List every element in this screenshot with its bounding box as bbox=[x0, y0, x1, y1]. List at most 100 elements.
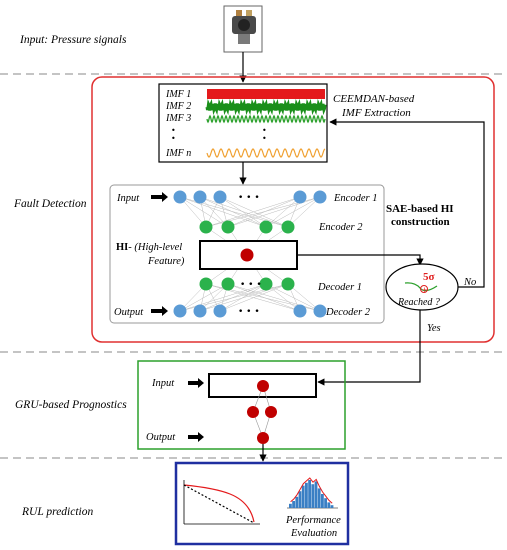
perf-label-line1: Performance bbox=[285, 515, 341, 526]
section-label-gru: GRU-based Prognostics bbox=[15, 399, 127, 411]
sae-link bbox=[199, 283, 289, 312]
imf-vertical-dots-2: • bbox=[171, 134, 176, 143]
encoder1-label: Encoder 1 bbox=[333, 193, 377, 204]
rul-true-line bbox=[183, 484, 255, 524]
sae-link bbox=[199, 196, 267, 228]
sae-title-line1: SAE-based HI bbox=[386, 203, 454, 215]
hi-node bbox=[240, 248, 254, 262]
sae-ellipsis: • • • bbox=[240, 280, 262, 290]
imf2-signal bbox=[205, 98, 327, 116]
sae-node-layer2-3 bbox=[259, 220, 273, 234]
sae-node-layer3-1 bbox=[199, 277, 213, 291]
gru-input-label: Input bbox=[151, 378, 175, 389]
perf-label-line2: Evaluation bbox=[290, 528, 337, 539]
sae-link bbox=[219, 196, 267, 228]
rul-predicted-curve bbox=[183, 484, 255, 523]
sae-nodes: • • • • • • • • • bbox=[173, 190, 327, 318]
sae-link bbox=[199, 196, 289, 228]
sae-ellipsis: • • • bbox=[238, 193, 260, 203]
sae-node-layer4-4 bbox=[293, 304, 307, 318]
histogram-bar bbox=[298, 491, 302, 508]
target-icon bbox=[420, 285, 428, 293]
sae-node-layer2-4 bbox=[281, 220, 295, 234]
sae-link bbox=[219, 283, 289, 312]
imf3-signal bbox=[206, 114, 326, 124]
histogram-bar bbox=[327, 502, 331, 508]
sae-output-label: Output bbox=[114, 307, 144, 318]
sae-node-layer1-3 bbox=[213, 190, 227, 204]
histogram-bar bbox=[321, 494, 324, 508]
sae-link bbox=[179, 196, 207, 228]
sae-link bbox=[227, 283, 301, 312]
gru-hidden-node-2 bbox=[265, 406, 277, 418]
rul-box bbox=[174, 461, 350, 546]
sae-node-layer3-2 bbox=[221, 277, 235, 291]
yes-label: Yes bbox=[427, 323, 441, 334]
histogram-bar bbox=[295, 496, 299, 508]
histogram-bar bbox=[324, 498, 327, 508]
sae-node-layer4-1 bbox=[173, 304, 187, 318]
sae-output-arrow bbox=[151, 306, 168, 316]
imf1-signal bbox=[207, 89, 325, 99]
gru-input-node bbox=[257, 380, 269, 392]
gru-output-arrow bbox=[188, 432, 204, 442]
sae-link bbox=[265, 196, 301, 228]
sae-link bbox=[179, 196, 229, 228]
sae-input-label: Input bbox=[116, 193, 140, 204]
histogram-fit-curve bbox=[290, 477, 333, 504]
arrow-yes-to-gru bbox=[317, 310, 421, 386]
imf-vertical-dots: • bbox=[171, 126, 176, 135]
sae-link bbox=[227, 196, 301, 228]
encoder2-label: Encoder 2 bbox=[318, 222, 363, 233]
sae-input-arrow bbox=[151, 192, 168, 202]
sae-link bbox=[265, 283, 301, 312]
reached-label: Reached ? bbox=[397, 297, 440, 308]
sae-link bbox=[287, 196, 321, 228]
histogram-bar bbox=[314, 481, 318, 508]
imf-vertical-dots-3: • bbox=[262, 126, 267, 135]
decoder1-label: Decoder 1 bbox=[317, 282, 362, 293]
sae-link bbox=[219, 196, 289, 228]
sae-node-layer1-2 bbox=[193, 190, 207, 204]
imf-vertical-dots-4: • bbox=[262, 134, 267, 143]
sae-node-layer4-2 bbox=[193, 304, 207, 318]
sae-node-layer4-3 bbox=[213, 304, 227, 318]
sae-node-layer3-3 bbox=[259, 277, 273, 291]
sae-node-layer2-2 bbox=[221, 220, 235, 234]
sae-link bbox=[179, 196, 267, 228]
imfn-signal bbox=[206, 148, 326, 158]
sae-link bbox=[265, 196, 321, 228]
sae-node-layer3-4 bbox=[281, 277, 295, 291]
imf-title-line1: CEEMDAN-based bbox=[333, 93, 415, 105]
histogram-bar bbox=[301, 485, 305, 508]
histogram-bar bbox=[311, 484, 315, 508]
arrow-hi-to-decision bbox=[297, 254, 424, 266]
sae-node-layer2-1 bbox=[199, 220, 213, 234]
performance-histogram bbox=[287, 477, 338, 509]
gru-output-node bbox=[257, 432, 269, 444]
fault-detection-box bbox=[91, 76, 495, 343]
sae-link bbox=[227, 196, 321, 228]
sae-node-layer1-4 bbox=[293, 190, 307, 204]
imf-label-1: IMF 1 bbox=[165, 89, 191, 100]
target-icon-plus: + bbox=[422, 286, 428, 294]
threshold-curve bbox=[404, 282, 438, 292]
sae-box bbox=[109, 184, 385, 324]
histogram-bar bbox=[292, 501, 295, 508]
section-label-input: Input: Pressure signals bbox=[19, 34, 127, 46]
sae-node-layer4-5 bbox=[313, 304, 327, 318]
hi-label-line1: HI- (High-level bbox=[116, 242, 182, 253]
sae-link bbox=[219, 283, 267, 312]
sae-link bbox=[265, 283, 321, 312]
histogram-bar bbox=[289, 503, 292, 508]
decoder2-label: Decoder 2 bbox=[325, 307, 371, 318]
sae-ellipsis: • • • bbox=[238, 307, 260, 317]
section-label-rul: RUL prediction bbox=[21, 506, 93, 518]
imf-label-n: IMF n bbox=[165, 148, 191, 159]
imf-label-2: IMF 2 bbox=[165, 101, 191, 112]
imf-title-line2: IMF Extraction bbox=[341, 107, 411, 119]
hi-label-line2: Feature) bbox=[147, 256, 185, 267]
gru-box bbox=[137, 360, 346, 450]
